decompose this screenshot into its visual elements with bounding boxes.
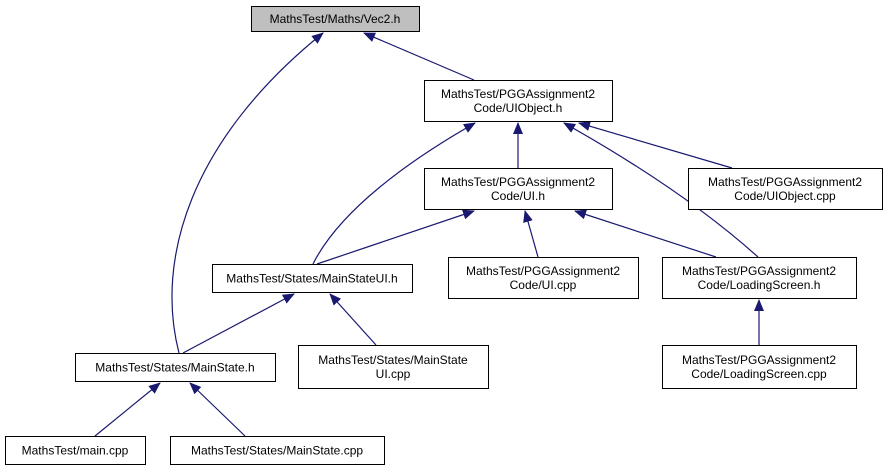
node-box [75,353,276,382]
node-label-line: Code/UI.cpp [510,278,577,292]
node-mainstate_cpp[interactable]: MathsTest/States/MainState.cpp [170,436,385,465]
node-mainstateui_cpp[interactable]: MathsTest/States/MainStateUI.cpp [298,345,489,389]
edge-mainstateui_h-to-uiobject_h [312,122,476,265]
node-mainstateui_h[interactable]: MathsTest/States/MainStateUI.h [212,264,413,293]
edges-layer [94,32,764,437]
edge-mainstate_h-to-mainstateui_h [182,293,295,354]
edge-loadingscreen_h-to-ui_h [574,209,717,258]
node-label-line: Code/LoadingScreen.h [698,278,821,292]
node-label-line: MathsTest/main.cpp [22,444,129,458]
node-label-line: Code/UI.h [491,189,545,203]
node-box [251,6,420,32]
node-vec2: MathsTest/Maths/Vec2.h [251,6,420,32]
node-box [5,436,146,465]
edge-loadingscreen_h-to-uiobject_h [563,122,759,258]
node-label-line: MathsTest/PGGAssignment2 [708,175,862,189]
nodes-layer: MathsTest/Maths/Vec2.hMathsTest/PGGAssig… [5,6,883,465]
node-box [662,257,857,299]
edge-mainstate_cpp-to-mainstate_h [189,382,246,437]
node-box [212,264,413,293]
node-box [424,168,613,210]
node-box [170,436,385,465]
edge-mainstate_h-to-vec2 [171,32,324,354]
node-label-line: Code/LoadingScreen.cpp [691,367,827,381]
node-label-line: MathsTest/PGGAssignment2 [682,353,836,367]
edge-mainstateui_h-to-ui_h [316,209,475,265]
edge-ui_cpp-to-ui_h [523,210,539,258]
node-label-line: MathsTest/PGGAssignment2 [682,264,836,278]
edge-main_cpp-to-mainstate_h [94,382,161,437]
node-label-line: Code/UIObject.h [474,101,563,115]
node-box [424,80,613,122]
node-label-line: MathsTest/States/MainState.h [95,361,254,375]
node-label-line: MathsTest/PGGAssignment2 [466,264,620,278]
edge-uiobject_h-to-vec2 [363,32,475,81]
node-box [448,257,639,299]
node-label-line: MathsTest/States/MainStateUI.h [226,272,397,286]
node-box [298,345,489,389]
node-main_cpp[interactable]: MathsTest/main.cpp [5,436,146,465]
node-label-line: Code/UIObject.cpp [734,189,836,203]
node-mainstate_h[interactable]: MathsTest/States/MainState.h [75,353,276,382]
node-loadingscreen_h[interactable]: MathsTest/PGGAssignment2Code/LoadingScre… [662,257,857,299]
node-label-line: MathsTest/States/MainState.cpp [191,444,363,458]
node-label-line: UI.cpp [376,367,411,381]
node-label-line: MathsTest/PGGAssignment2 [441,87,595,101]
edge-uiobject_cpp-to-uiobject_h [578,121,733,169]
node-uiobject_cpp[interactable]: MathsTest/PGGAssignment2Code/UIObject.cp… [688,168,883,210]
node-loadingscreen_cpp[interactable]: MathsTest/PGGAssignment2Code/LoadingScre… [662,345,857,389]
node-label-line: MathsTest/Maths/Vec2.h [270,12,401,26]
edge-mainstateui_cpp-to-mainstateui_h [329,293,377,346]
node-label-line: MathsTest/PGGAssignment2 [441,175,595,189]
node-label-line: MathsTest/States/MainState [318,353,468,367]
node-box [688,168,883,210]
node-box [662,345,857,389]
